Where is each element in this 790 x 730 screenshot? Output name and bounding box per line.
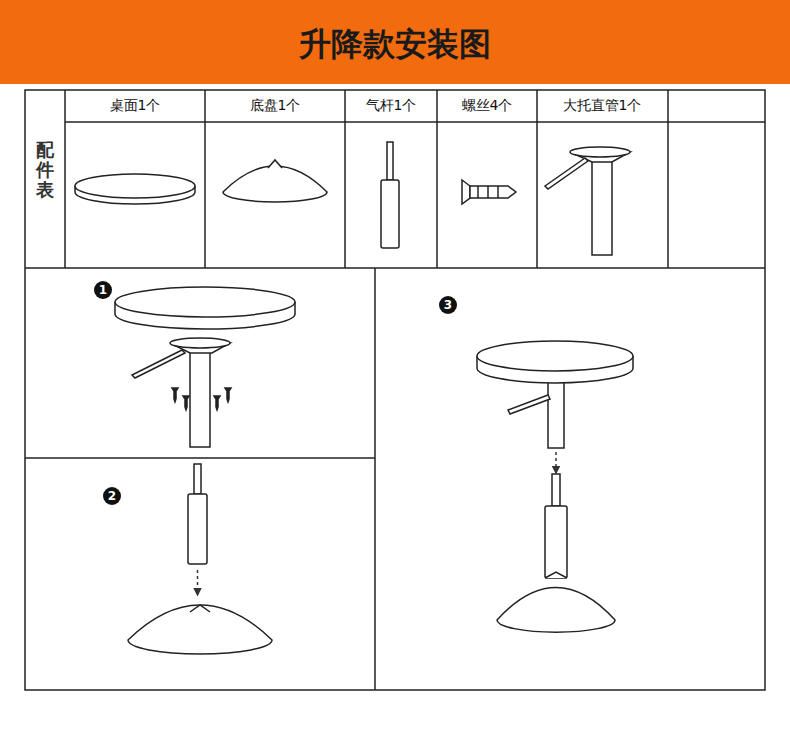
title-bar <box>0 0 790 84</box>
part-name: 大托直管1个 <box>563 97 642 115</box>
part-name: 底盘1个 <box>250 97 301 115</box>
parts <box>75 142 630 255</box>
callout-number: 2 <box>103 487 121 505</box>
page-title: 升降款安装图 <box>299 23 491 67</box>
callout-number: 3 <box>439 296 457 314</box>
callout-number: 1 <box>94 281 112 299</box>
table-grid <box>25 90 765 690</box>
part-name: 螺丝4个 <box>462 97 513 115</box>
table-header: 配件表 <box>36 140 54 199</box>
part-name: 桌面1个 <box>110 97 161 115</box>
step-2 <box>128 464 272 654</box>
step-3 <box>477 341 633 632</box>
step-1 <box>115 287 295 447</box>
part-name: 气杆1个 <box>366 97 417 115</box>
